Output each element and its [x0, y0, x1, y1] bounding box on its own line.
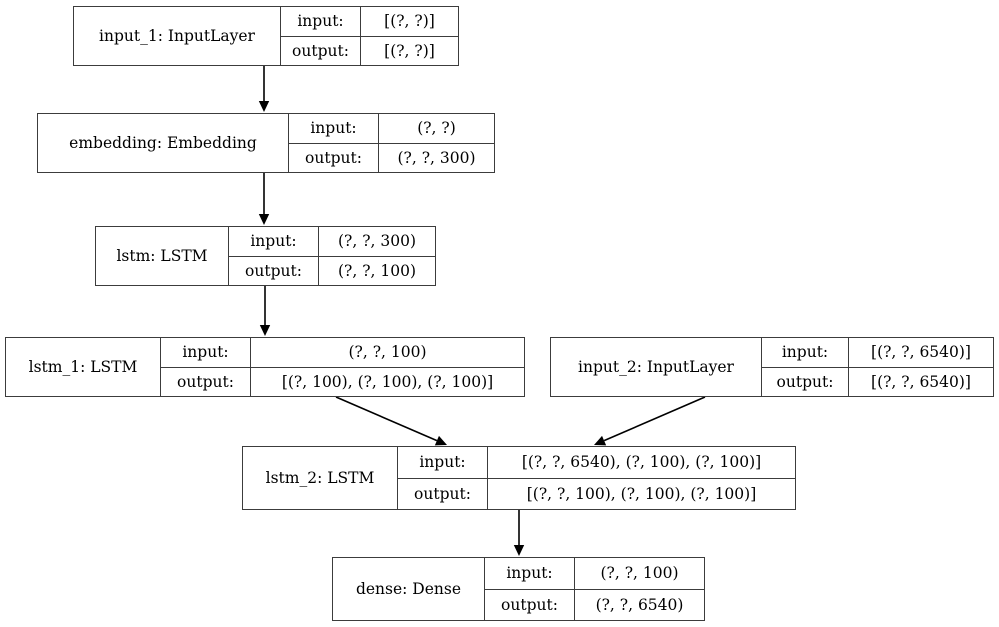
input-label-input_2: input: — [762, 338, 849, 367]
output-row-lstm: output: (?, ?, 100) — [229, 256, 435, 285]
arrowhead-icon — [513, 545, 525, 556]
output-label-dense: output: — [485, 589, 575, 620]
input-shape-embedding: (?, ?) — [417, 119, 456, 138]
node-label-lstm_1: lstm_1: LSTM — [6, 338, 161, 396]
output-label-input_2: output: — [762, 367, 849, 396]
output-shape-lstm: (?, ?, 100) — [337, 261, 416, 280]
output-label-lstm: output: — [229, 256, 319, 285]
output-shape-dense: (?, ?, 6540) — [595, 595, 684, 614]
output-shape-input_2: [(?, ?, 6540)] — [871, 372, 971, 391]
edge-lstm_1-to-lstm_2 — [335, 396, 447, 446]
io-block-lstm: input: (?, ?, 300) output: (?, ?, 100) — [229, 227, 435, 285]
output-shape-lstm_1: [(?, 100), (?, 100), (?, 100)] — [281, 372, 494, 391]
output-row-embedding: output: (?, ?, 300) — [289, 143, 494, 172]
input-shape-dense: (?, ?, 100) — [600, 564, 679, 583]
input-shape-input_1: [(?, ?)] — [384, 12, 435, 31]
output-label-lstm_1: output: — [161, 367, 251, 396]
io-block-input_2: input: [(?, ?, 6540)] output: [(?, ?, 6540)… — [762, 338, 993, 396]
input-label-embedding: input: — [289, 114, 379, 143]
node-label-lstm: lstm: LSTM — [96, 227, 229, 285]
output-row-lstm_1: output: [(?, 100), (?, 100), (?, 100)] — [161, 367, 524, 396]
edge-input_1-to-embedding — [258, 66, 270, 112]
edge-lstm-to-lstm_1 — [259, 286, 271, 336]
output-shape-lstm_2: [(?, ?, 100), (?, 100), (?, 100)] — [526, 484, 757, 503]
input-shape-input_2: [(?, ?, 6540)] — [871, 343, 971, 362]
input-shape-lstm_1: (?, ?, 100) — [348, 343, 427, 362]
input-row-lstm: input: (?, ?, 300) — [229, 227, 435, 257]
input-shape-lstm: (?, ?, 300) — [337, 232, 416, 251]
arrowhead-icon — [259, 325, 271, 336]
io-block-lstm_2: input: [(?, ?, 6540), (?, 100), (?, 100)]… — [398, 447, 795, 509]
output-label-input_1: output: — [281, 36, 361, 65]
input-label-lstm_2: input: — [398, 447, 488, 478]
input-shape-lstm_2: [(?, ?, 6540), (?, 100), (?, 100)] — [521, 453, 762, 472]
output-row-dense: output: (?, ?, 6540) — [485, 589, 704, 620]
edge-line — [603, 396, 706, 442]
arrowhead-icon — [258, 214, 270, 225]
input-row-input_2: input: [(?, ?, 6540)] — [762, 338, 993, 368]
output-shape-embedding: (?, ?, 300) — [397, 148, 476, 167]
node-label-embedding: embedding: Embedding — [38, 114, 289, 172]
node-label-input_2: input_2: InputLayer — [551, 338, 762, 396]
edge-input_2-to-lstm_2 — [594, 396, 706, 446]
input-row-lstm_2: input: [(?, ?, 6540), (?, 100), (?, 100)] — [398, 447, 795, 479]
io-block-dense: input: (?, ?, 100) output: (?, ?, 6540) — [485, 558, 704, 620]
arrowhead-icon — [434, 435, 447, 446]
input-label-input_1: input: — [281, 7, 361, 36]
output-label-lstm_2: output: — [398, 478, 488, 509]
arrowhead-icon — [258, 101, 270, 112]
output-shape-input_1: [(?, ?)] — [384, 41, 435, 60]
edge-lstm_2-to-dense — [513, 510, 525, 556]
output-label-embedding: output: — [289, 143, 379, 172]
input-row-embedding: input: (?, ?) — [289, 114, 494, 144]
node-label-dense: dense: Dense — [333, 558, 485, 620]
node-label-lstm_2: lstm_2: LSTM — [243, 447, 398, 509]
input-label-dense: input: — [485, 558, 575, 589]
input-row-lstm_1: input: (?, ?, 100) — [161, 338, 524, 368]
input-label-lstm: input: — [229, 227, 319, 256]
input-row-dense: input: (?, ?, 100) — [485, 558, 704, 590]
node-label-input_1: input_1: InputLayer — [74, 7, 281, 65]
edge-line — [335, 396, 438, 442]
output-row-input_1: output: [(?, ?)] — [281, 36, 458, 65]
output-row-lstm_2: output: [(?, ?, 100), (?, 100), (?, 100)] — [398, 478, 795, 509]
input-label-lstm_1: input: — [161, 338, 251, 367]
input-row-input_1: input: [(?, ?)] — [281, 7, 458, 37]
output-row-input_2: output: [(?, ?, 6540)] — [762, 367, 993, 396]
io-block-lstm_1: input: (?, ?, 100) output: [(?, 100), (?, 1… — [161, 338, 524, 396]
arrowhead-icon — [594, 435, 607, 446]
io-block-embedding: input: (?, ?) output: (?, ?, 300) — [289, 114, 494, 172]
io-block-input_1: input: [(?, ?)] output: [(?, ?)] — [281, 7, 458, 65]
edge-embedding-to-lstm — [258, 173, 270, 225]
